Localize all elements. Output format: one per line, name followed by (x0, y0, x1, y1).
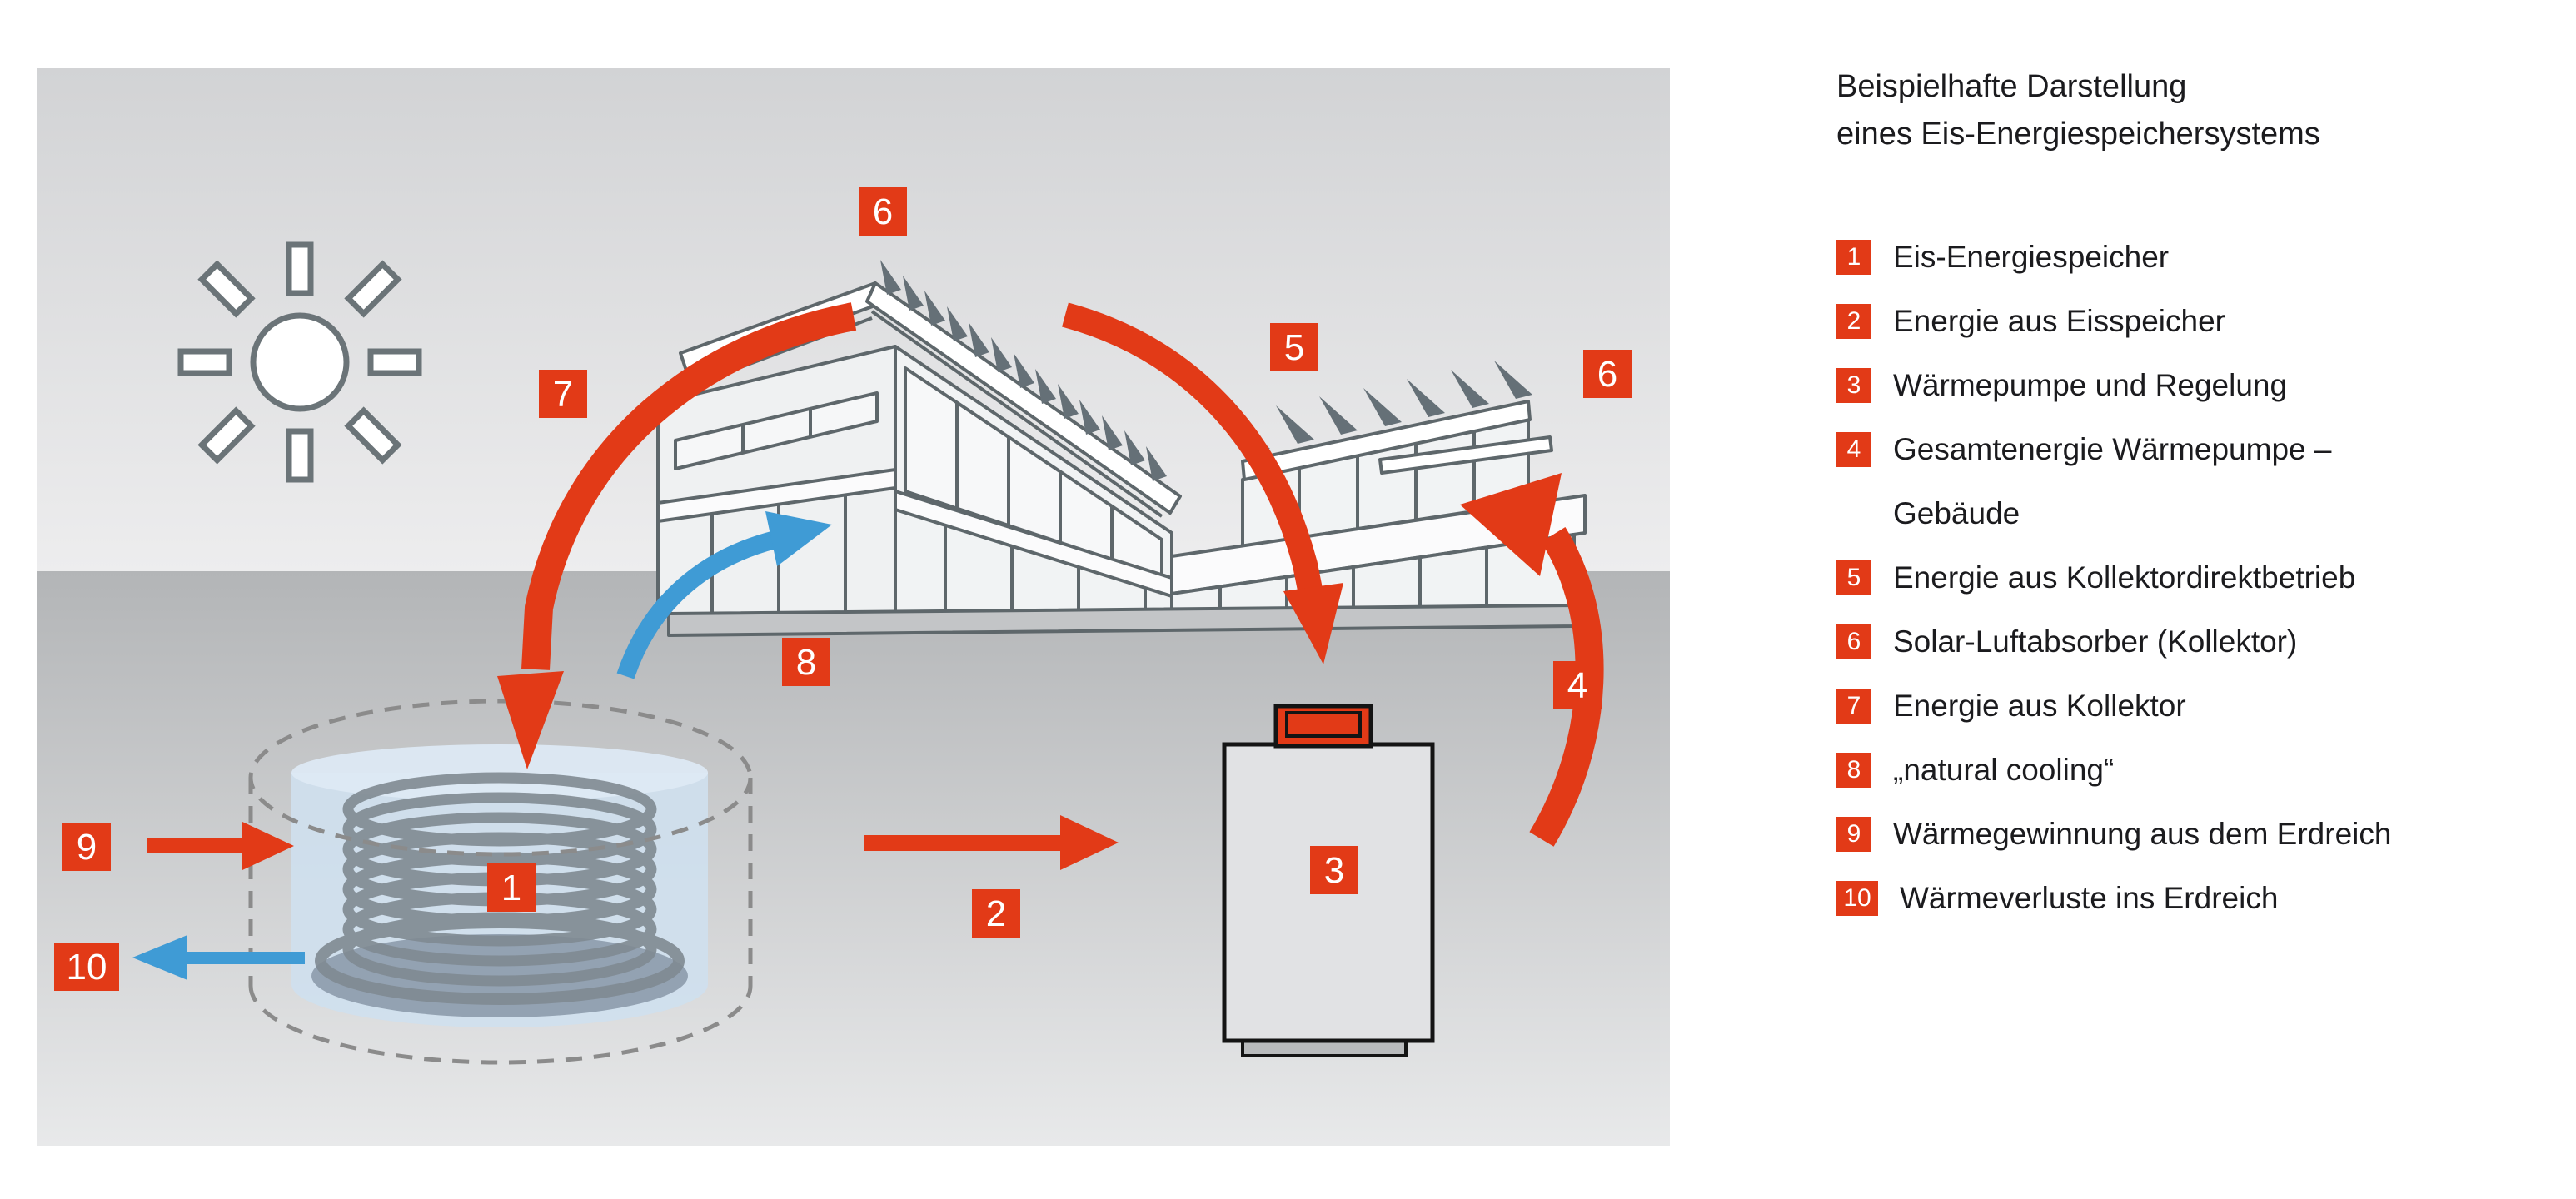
badge-4 (1553, 661, 1602, 709)
legend-label-6: Solar-Luftabsorber (Kollektor) (1893, 624, 2298, 659)
badge-9 (62, 823, 111, 871)
legend-badge-5: 5 (1836, 560, 1871, 595)
badge-2-label: 2 (986, 893, 1006, 934)
arrow-natural-cooling (616, 511, 832, 679)
legend-item-5: 5 Energie aus Kollektordirektbetrieb (1836, 560, 2355, 595)
legend-item-4: 4 Gesamtenergie Wärmepumpe – (1836, 432, 2331, 467)
arrow-energy-from-ice-storage (864, 815, 1119, 870)
badge-6-top (859, 187, 907, 236)
legend-item-3: 3 Wärmepumpe und Regelung (1836, 368, 2287, 403)
legend-item-6: 6 Solar-Luftabsorber (Kollektor) (1836, 624, 2297, 659)
diagram-badges: 6 7 5 6 8 4 9 1 2 3 10 (54, 187, 1632, 991)
sun-icon (177, 241, 422, 483)
ice-storage-system-diagram: 6 7 5 6 8 4 9 1 2 3 10 (37, 68, 1670, 1146)
legend: Beispielhafte Darstellung eines Eis-Ener… (1836, 0, 2553, 1199)
legend-label-2: Energie aus Eisspeicher (1893, 304, 2225, 338)
legend-label-8: „natural cooling“ (1893, 753, 2115, 787)
title-line-1: Beispielhafte Darstellung (1836, 69, 2187, 104)
legend-badge-3: 3 (1836, 368, 1871, 403)
legend-badge-9: 9 (1836, 817, 1871, 852)
badge-3-label: 3 (1324, 850, 1344, 891)
badge-4-label: 4 (1567, 665, 1587, 706)
arrow-collector-direct-operation (1062, 302, 1343, 664)
building-illustration (656, 281, 1587, 637)
legend-label-1: Eis-Energiespeicher (1893, 240, 2170, 274)
badge-5 (1270, 323, 1318, 371)
legend-label-5: Energie aus Kollektordirektbetrieb (1893, 560, 2356, 595)
legend-item-9: 9 Wärmegewinnung aus dem Erdreich (1836, 817, 2391, 852)
legend-label-3: Wärmepumpe und Regelung (1893, 368, 2288, 402)
badge-6-right-label: 6 (1597, 354, 1617, 395)
legend-item-2: 2 Energie aus Eisspeicher (1836, 304, 2225, 339)
badge-8-label: 8 (796, 642, 816, 683)
badge-6-right (1583, 350, 1632, 398)
arrow-heat-loss-to-ground (132, 935, 305, 980)
legend-label-10: Wärmeverluste ins Erdreich (1900, 881, 2279, 915)
legend-label-7: Energie aus Kollektor (1893, 689, 2186, 723)
badge-1-label: 1 (501, 868, 521, 908)
badge-3 (1310, 846, 1358, 894)
arrow-energy-from-collector (497, 302, 857, 769)
badge-6-top-label: 6 (873, 192, 893, 232)
legend-item-10: 10 Wärmeverluste ins Erdreich (1836, 881, 2278, 916)
solar-air-absorber-teeth (880, 260, 1532, 481)
flow-arrows (132, 302, 1604, 980)
badge-5-label: 5 (1284, 327, 1304, 368)
legend-label-4-line2: Gebäude (1893, 496, 2020, 530)
roof-fascia-right (1241, 400, 1532, 481)
legend-label-4: Gesamtenergie Wärmepumpe – (1893, 432, 2332, 466)
arrow-heat-gain-from-ground (147, 822, 294, 870)
legend-badge-6: 6 (1836, 624, 1871, 659)
roof-ridge-band (865, 281, 1182, 515)
diagram-panel: 6 7 5 6 8 4 9 1 2 3 10 (37, 68, 1670, 1146)
legend-badge-8: 8 (1836, 753, 1871, 788)
legend-badge-10: 10 (1836, 881, 1878, 916)
tank-excavation-outline (248, 699, 753, 1065)
badge-2 (972, 889, 1020, 938)
badge-7 (539, 370, 587, 418)
badge-9-label: 9 (77, 827, 97, 868)
legend-item-7: 7 Energie aus Kollektor (1836, 689, 2186, 724)
legend-label-9: Wärmegewinnung aus dem Erdreich (1893, 817, 2392, 851)
badge-8 (782, 638, 830, 686)
badge-7-label: 7 (553, 374, 573, 415)
legend-badge-7: 7 (1836, 689, 1871, 724)
badge-10-label: 10 (67, 947, 107, 988)
title-line-2: eines Eis-Energiespeichersystems (1836, 117, 2320, 152)
legend-item-8: 8 „natural cooling“ (1836, 753, 2114, 788)
badge-10 (54, 943, 119, 991)
badge-1 (487, 863, 536, 912)
legend-badge-4: 4 (1836, 432, 1871, 467)
legend-item-1: 1 Eis-Energiespeicher (1836, 240, 2169, 275)
legend-badge-2: 2 (1836, 304, 1871, 339)
roof-canopy (1378, 435, 1553, 475)
page-title: Beispielhafte Darstellung eines Eis-Ener… (1836, 63, 2320, 158)
legend-badge-1: 1 (1836, 240, 1871, 275)
